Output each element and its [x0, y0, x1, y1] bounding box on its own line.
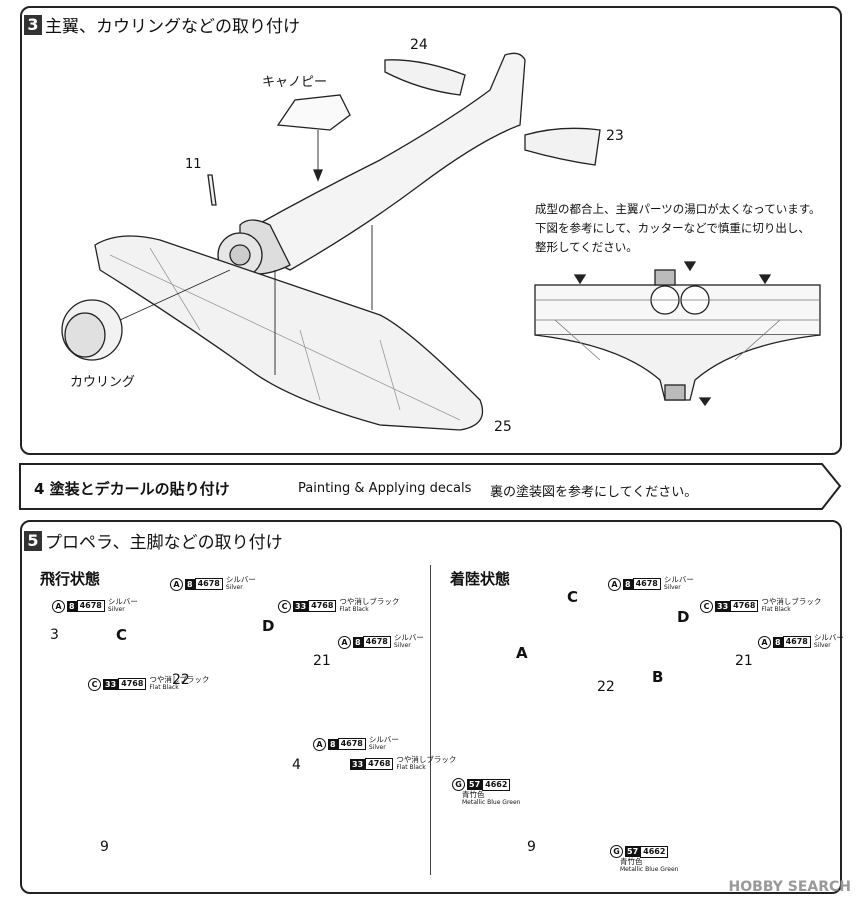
- step5-title: プロペラ、主脚などの取り付け: [45, 533, 283, 553]
- landing-state-heading: 着陸状態: [450, 570, 511, 588]
- part-11-label: 11: [185, 157, 202, 172]
- watermark: HOBBY SEARCH: [728, 879, 851, 895]
- sprue-note: 成型の都合上、主翼パーツの湯口が太くなっています。 下図を参考にして、カッターな…: [535, 200, 821, 257]
- flight-part-9-label: 9: [100, 839, 109, 855]
- landing-part-9-label: 9: [527, 839, 536, 855]
- part-25-label: 25: [494, 419, 512, 435]
- flight-part-c-label: C: [116, 626, 128, 644]
- step3-heading: 3 主翼、カウリングなどの取り付け: [24, 12, 300, 37]
- flight-part-22-label: 22: [172, 672, 190, 688]
- sprue-detail-diagram: [534, 261, 821, 407]
- tailplane-24-drawing: [384, 59, 466, 96]
- flight-part-3-label: 3: [50, 627, 59, 643]
- step4-title: 4 塗装とデカールの貼り付け: [34, 480, 230, 498]
- canopy-label: キャノピー: [262, 75, 328, 90]
- landing-part-c-label: C: [567, 588, 579, 606]
- landing-part-21-label: 21: [735, 653, 753, 669]
- step4-instruction: 裏の塗装図を参考にしてください。: [490, 485, 698, 500]
- flight-state-heading: 飛行状態: [40, 570, 101, 588]
- step3-number: 3: [24, 14, 42, 35]
- step4-english: Painting & Applying decals: [298, 481, 472, 496]
- step5-panel: [20, 520, 842, 894]
- step3-title: 主翼、カウリングなどの取り付け: [45, 17, 300, 37]
- landing-part-22-label: 22: [597, 679, 615, 695]
- cowling-label: カウリング: [70, 375, 136, 390]
- tailplane-23-drawing: [524, 127, 601, 166]
- flight-part-21-label: 21: [313, 653, 331, 669]
- step4-banner-shape: [19, 463, 842, 510]
- part-24-label: 24: [410, 37, 428, 53]
- part11-drawing: [207, 174, 217, 206]
- sprue-note-line3: 整形してください。: [535, 240, 638, 254]
- flight-part-d-label: D: [262, 617, 275, 635]
- sprue-note-line2: 下図を参考にして、カッターなどで慎重に切り出し、: [535, 221, 810, 235]
- flight-part-4-label: 4: [292, 757, 301, 773]
- fuselage-drawing: [228, 52, 526, 271]
- main-wing-drawing: [94, 235, 484, 431]
- sprue-note-line1: 成型の都合上、主翼パーツの湯口が太くなっています。: [535, 202, 821, 216]
- canopy-drawing: [276, 94, 351, 131]
- part-23-label: 23: [606, 128, 624, 144]
- landing-part-a-label: A: [516, 644, 528, 662]
- landing-part-d-label: D: [677, 608, 690, 626]
- step5-number: 5: [24, 530, 42, 551]
- step5-divider: [430, 565, 431, 875]
- landing-part-b-label: B: [652, 668, 664, 686]
- step5-heading: 5 プロペラ、主脚などの取り付け: [24, 528, 283, 553]
